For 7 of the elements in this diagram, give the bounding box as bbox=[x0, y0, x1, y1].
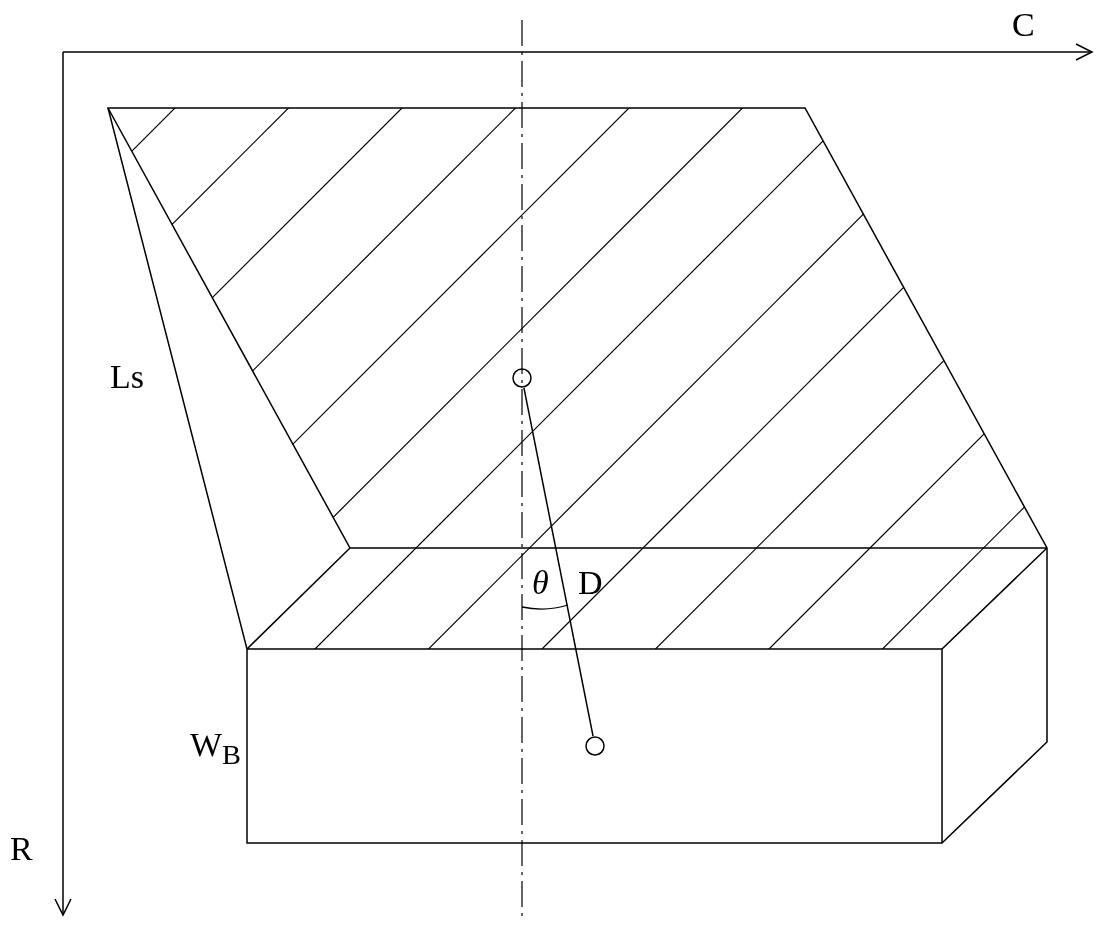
angle-label: θ bbox=[532, 566, 549, 600]
edge-label: D bbox=[578, 566, 603, 600]
dimension-label: Ls bbox=[110, 360, 144, 394]
axis-label: C bbox=[1012, 8, 1035, 42]
connector-line bbox=[523, 387, 594, 737]
dimension-label: W$_{B}$ bbox=[190, 728, 241, 770]
axis-label: R bbox=[10, 832, 33, 866]
